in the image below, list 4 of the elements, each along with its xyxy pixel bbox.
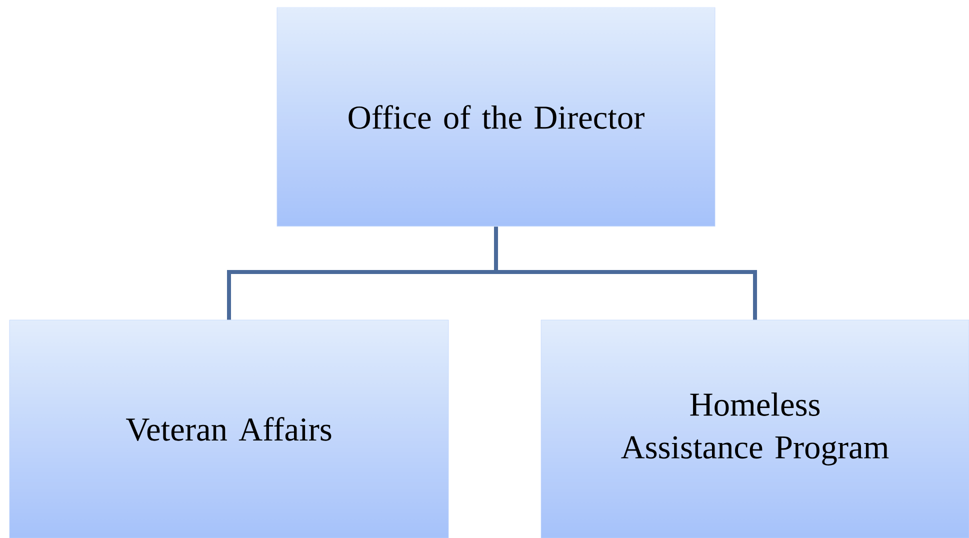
org-box: Homeless Assistance Program — [540, 320, 969, 538]
connector-line — [494, 226, 758, 320]
org-box: Office of the Director — [276, 7, 716, 227]
org-box: Veteran Affairs — [9, 320, 449, 538]
